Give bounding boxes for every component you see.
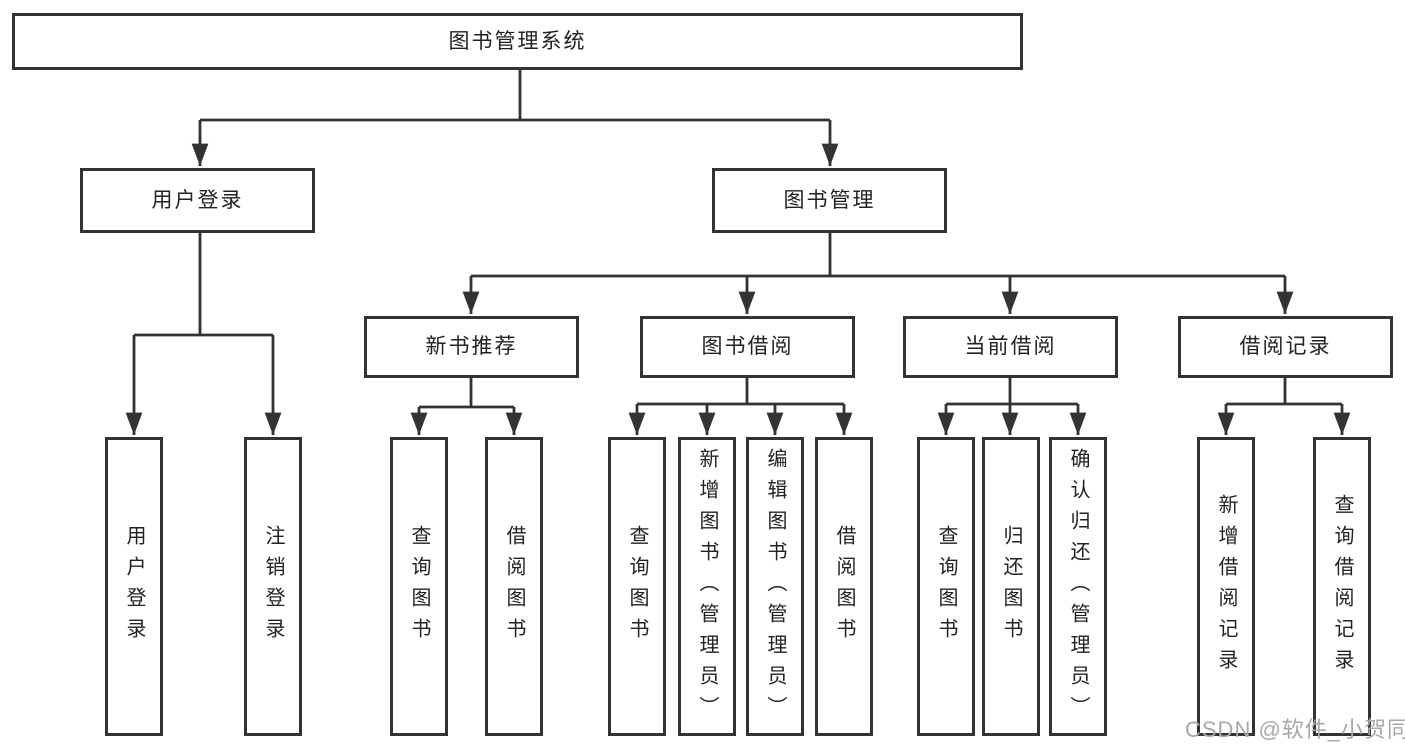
node-root-system: 图书管理系统 — [12, 13, 1023, 70]
node-borrowing-records: 借阅记录 — [1178, 316, 1393, 378]
leaf-borrowing-query-books: 查询图书 — [608, 437, 666, 736]
leaf-user-login: 用户登录 — [105, 437, 163, 736]
node-book-management: 图书管理 — [712, 168, 947, 233]
node-user-login: 用户登录 — [80, 168, 315, 233]
node-book-borrowing: 图书借阅 — [640, 316, 855, 378]
connector-recommend-trunk — [419, 378, 514, 409]
leaf-recommend-borrow-books: 借阅图书 — [485, 437, 543, 736]
node-new-book-recommend: 新书推荐 — [364, 316, 579, 378]
connector-borrowing-trunk — [637, 378, 844, 406]
connector-current-trunk — [946, 378, 1078, 406]
node-current-borrowing: 当前借阅 — [903, 316, 1118, 378]
leaf-records-query-record: 查询借阅记录 — [1313, 437, 1371, 736]
leaf-recommend-query-books: 查询图书 — [390, 437, 448, 736]
leaf-borrowing-add-books-admin: 新增图书（管理员） — [678, 437, 736, 736]
leaf-current-confirm-return-admin: 确认归还（管理员） — [1049, 437, 1107, 736]
leaf-borrowing-borrow-books: 借阅图书 — [815, 437, 873, 736]
csdn-watermark: CSDN @软件_小贺同学 — [1185, 717, 1405, 742]
connector-bookmgmt-trunk — [471, 233, 1285, 278]
leaf-current-query-books: 查询图书 — [917, 437, 975, 736]
connector-root-trunk — [200, 70, 830, 122]
leaf-borrowing-edit-books-admin: 编辑图书（管理员） — [746, 437, 804, 736]
leaf-records-add-record: 新增借阅记录 — [1197, 437, 1255, 736]
leaf-current-return-books: 归还图书 — [982, 437, 1040, 736]
leaf-logout: 注销登录 — [244, 437, 302, 736]
connector-records-trunk — [1226, 378, 1342, 406]
connector-userlogin-trunk — [134, 233, 273, 337]
